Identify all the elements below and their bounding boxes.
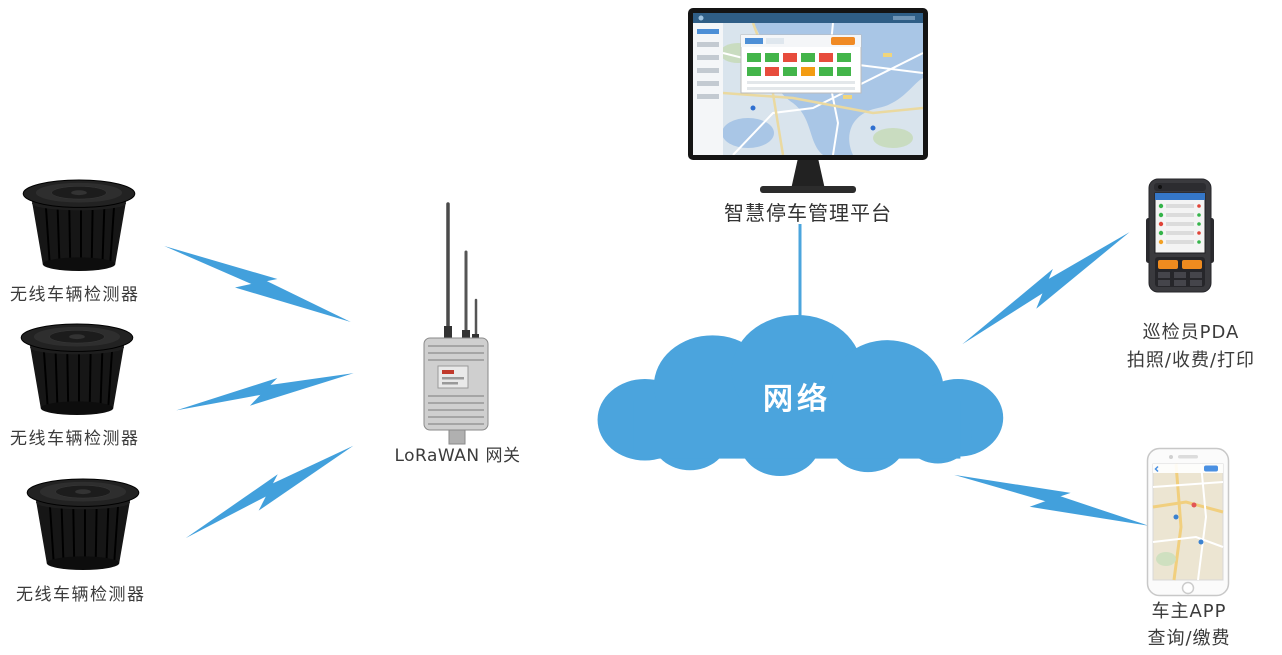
smartphone-icon: [1146, 447, 1230, 597]
detector-3-label: 无线车辆检测器: [16, 585, 146, 605]
platform-screen-map: [693, 13, 924, 156]
inspector-pda: [1146, 178, 1214, 298]
vehicle-detector-3: [24, 477, 142, 575]
lightning-bolt-icon: [163, 223, 352, 345]
network-cloud: [566, 313, 1028, 478]
gateway-label: LoRaWAN 网关: [394, 446, 521, 466]
pda-title: 巡检员PDA: [1142, 322, 1240, 343]
owner-app-phone: [1146, 447, 1230, 601]
cloud-label: 网络: [763, 382, 831, 417]
detector-1-label: 无线车辆检测器: [10, 285, 140, 305]
lightning-bolt-icon: [176, 444, 363, 540]
lightning-bolt-icon: [174, 371, 356, 413]
vehicle-detector-1: [20, 178, 138, 276]
detector-2-label: 无线车辆检测器: [10, 429, 140, 449]
monitor-base: [760, 186, 856, 193]
vehicle-detector-2: [18, 322, 136, 420]
vehicle-detector-icon: [26, 478, 140, 571]
cloud-icon: [597, 314, 1004, 477]
platform-monitor: [688, 8, 928, 193]
owner-app-title: 车主APP: [1151, 601, 1227, 622]
monitor-stand: [791, 160, 825, 186]
vehicle-detector-icon: [22, 179, 136, 272]
pda-icon: [1146, 178, 1214, 293]
pda-subtitle: 拍照/收费/打印: [1126, 350, 1256, 371]
platform-label: 智慧停车管理平台: [724, 201, 892, 225]
owner-app-subtitle: 查询/缴费: [1147, 628, 1231, 649]
lorawan-gateway: [408, 200, 508, 454]
monitor-icon: [688, 8, 928, 160]
vehicle-detector-icon: [20, 323, 134, 416]
lorawan-gateway-icon: [423, 202, 489, 445]
